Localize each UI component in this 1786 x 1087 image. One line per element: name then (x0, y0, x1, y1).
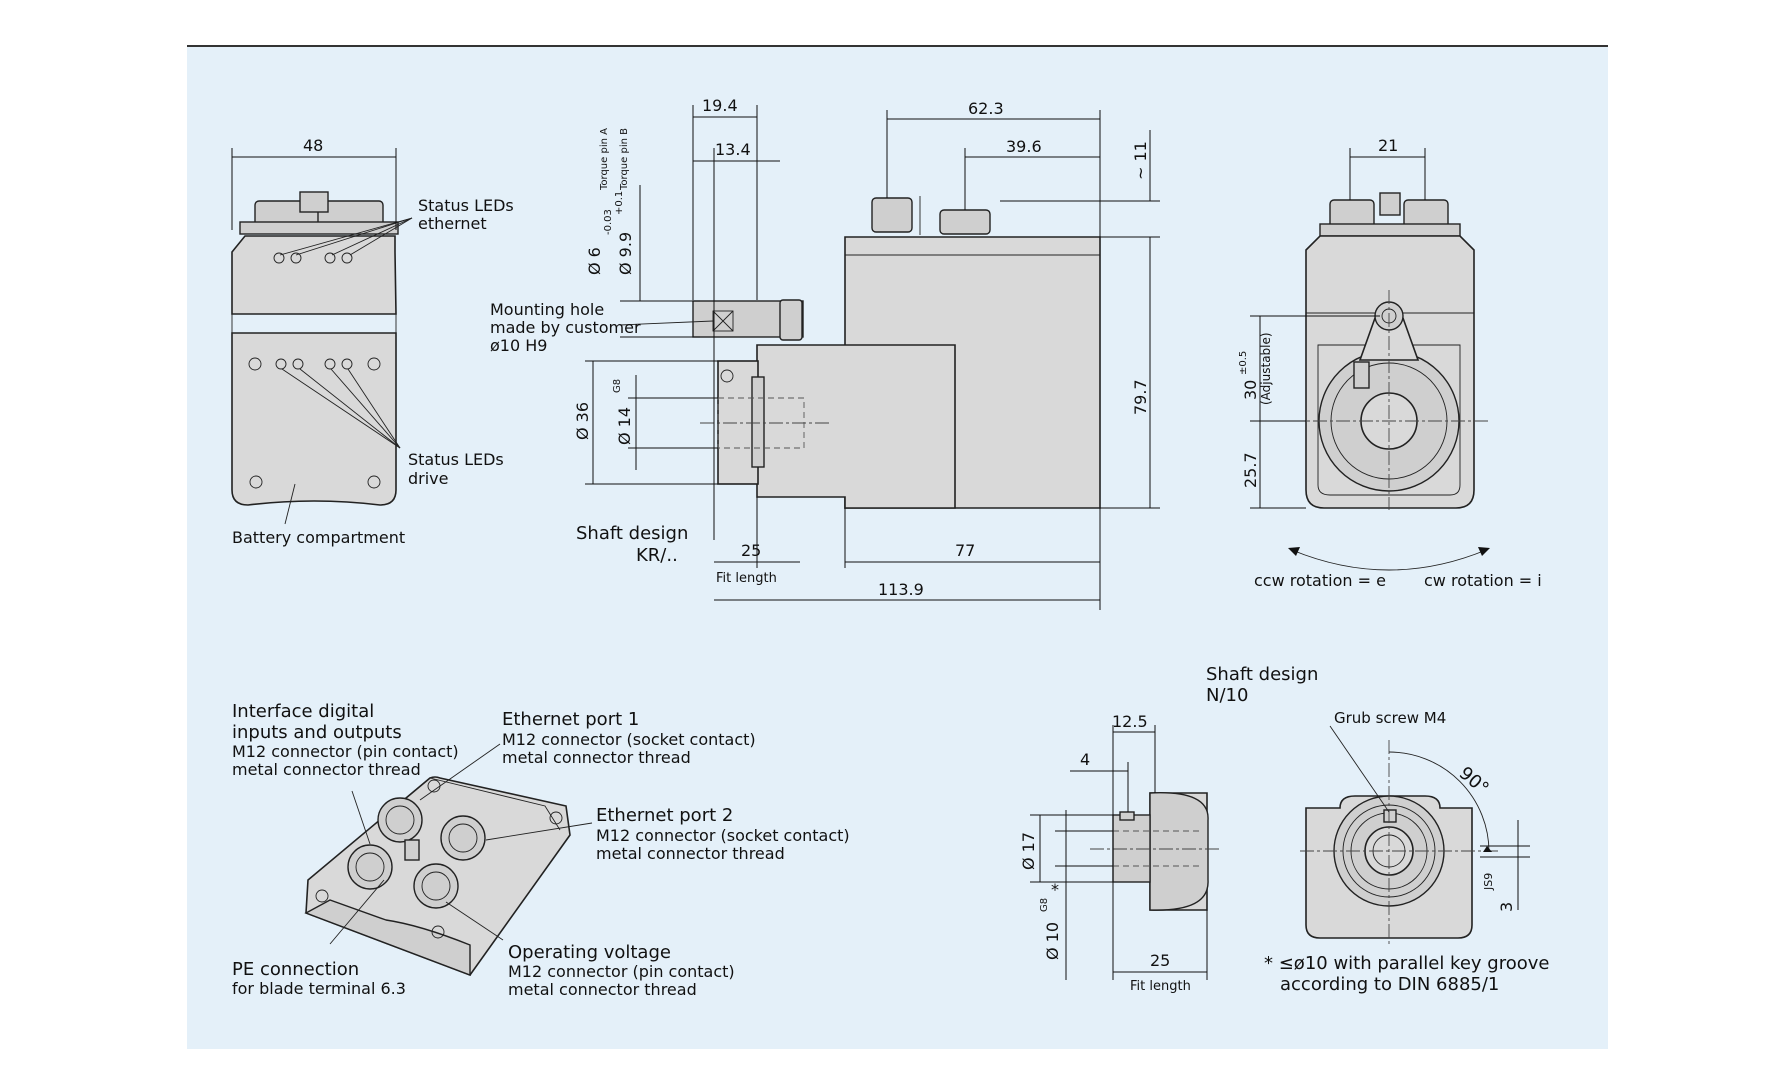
label-ethernet-port-1: Ethernet port 1 (502, 709, 639, 730)
back-view: 21 30 ±0.5 (Adjustable) 25.7 ccw rotatio… (1238, 136, 1542, 590)
dim-77: 77 (955, 541, 975, 560)
label-footnote-2: according to DIN 6885/1 (1280, 974, 1499, 995)
label-pe-connection-2: for blade terminal 6.3 (232, 979, 406, 998)
label-status-leds-drive-2: drive (408, 469, 449, 488)
dim-113-9: 113.9 (878, 580, 924, 599)
label-battery-compartment: Battery compartment (232, 528, 405, 547)
label-interface-digital-2: inputs and outputs (232, 722, 402, 743)
dim-d6-tol: -0.03 (603, 209, 614, 235)
label-interface-digital-4: metal connector thread (232, 760, 421, 779)
dim-19-4: 19.4 (702, 96, 738, 115)
dim-90-deg: 90° (1455, 763, 1493, 800)
label-interface-digital: Interface digital (232, 701, 374, 722)
label-status-leds-ethernet: Status LEDs (418, 196, 514, 215)
label-torque-pin-b: Torque pin B (619, 128, 630, 191)
label-ccw-rotation: ccw rotation = e (1254, 571, 1386, 590)
label-ethernet-port-2-3: metal connector thread (596, 844, 785, 863)
dim-d10-tol: G8 (1039, 898, 1050, 912)
label-ethernet-port-1-2: M12 connector (socket contact) (502, 730, 756, 749)
dim-4: 4 (1080, 750, 1090, 769)
dim-62-3: 62.3 (968, 99, 1004, 118)
dim-d14: Ø 14 (615, 407, 634, 445)
label-fit-length-2: Fit length (1130, 979, 1191, 994)
dim-79-7: 79.7 (1131, 379, 1150, 415)
dim-js9: JS9 (1482, 873, 1495, 891)
label-mounting-hole-2: made by customer (490, 318, 641, 337)
label-operating-voltage-3: metal connector thread (508, 980, 697, 999)
label-footnote: * ≤ø10 with parallel key groove (1264, 953, 1549, 974)
label-status-leds-drive: Status LEDs (408, 450, 504, 469)
label-fit-length: Fit length (716, 571, 777, 586)
label-interface-digital-3: M12 connector (pin contact) (232, 742, 459, 761)
side-view: 19.4 13.4 62.3 39.6 ~ 11 79.7 Ø 6 -0.03 … (490, 96, 1160, 610)
dim-25-fit-2: 25 (1150, 951, 1170, 970)
dim-d9-9: Ø 9.9 (616, 232, 635, 275)
dim-d10: Ø 10 (1043, 922, 1062, 960)
label-ethernet-port-2: Ethernet port 2 (596, 805, 733, 826)
label-operating-voltage-2: M12 connector (pin contact) (508, 962, 735, 981)
dim-30-tol: ±0.5 (1238, 351, 1249, 375)
label-mounting-hole: Mounting hole (490, 300, 604, 319)
dim-25-fit: 25 (741, 541, 761, 560)
dim-d10-star: * (1051, 880, 1059, 899)
dim-39-6: 39.6 (1006, 137, 1042, 156)
label-status-leds-ethernet-2: ethernet (418, 214, 487, 233)
connector-3d-view: Interface digital inputs and outputs M12… (232, 701, 850, 999)
label-shaft-design-n-2: N/10 (1206, 685, 1248, 706)
label-grub-screw: Grub screw M4 (1334, 709, 1446, 727)
dim-d9-9-tol: +0.1 (614, 191, 625, 215)
label-shaft-design-kr-2: KR/.. (636, 545, 678, 566)
label-adjustable: (Adjustable) (1259, 332, 1273, 405)
label-pe-connection: PE connection (232, 959, 359, 980)
label-cw-rotation: cw rotation = i (1424, 571, 1542, 590)
front-view: 48 Status LEDs ethernet Status LEDs driv… (231, 136, 514, 547)
dim-d17: Ø 17 (1019, 832, 1038, 870)
dim-25-7: 25.7 (1241, 452, 1260, 488)
shaft-n10-view: Shaft design N/10 12.5 4 Ø 17 Ø 10 G8 * … (1019, 664, 1549, 995)
dim-11: ~ 11 (1131, 141, 1150, 180)
dim-d36: Ø 36 (573, 402, 592, 440)
dim-12-5: 12.5 (1112, 712, 1148, 731)
label-mounting-hole-3: ø10 H9 (490, 336, 547, 355)
label-torque-pin-a: Torque pin A (599, 128, 610, 191)
label-operating-voltage: Operating voltage (508, 942, 671, 963)
dim-13-4: 13.4 (715, 140, 751, 159)
label-shaft-design-kr: Shaft design (576, 523, 688, 544)
dim-48: 48 (303, 136, 323, 155)
dim-d14-tol: G8 (612, 379, 623, 393)
label-shaft-design-n: Shaft design (1206, 664, 1318, 685)
dim-d6: Ø 6 (585, 247, 604, 275)
dim-3: 3 (1497, 902, 1516, 912)
label-ethernet-port-1-3: metal connector thread (502, 748, 691, 767)
dim-30: 30 (1241, 380, 1260, 400)
label-ethernet-port-2-2: M12 connector (socket contact) (596, 826, 850, 845)
dim-21: 21 (1378, 136, 1398, 155)
